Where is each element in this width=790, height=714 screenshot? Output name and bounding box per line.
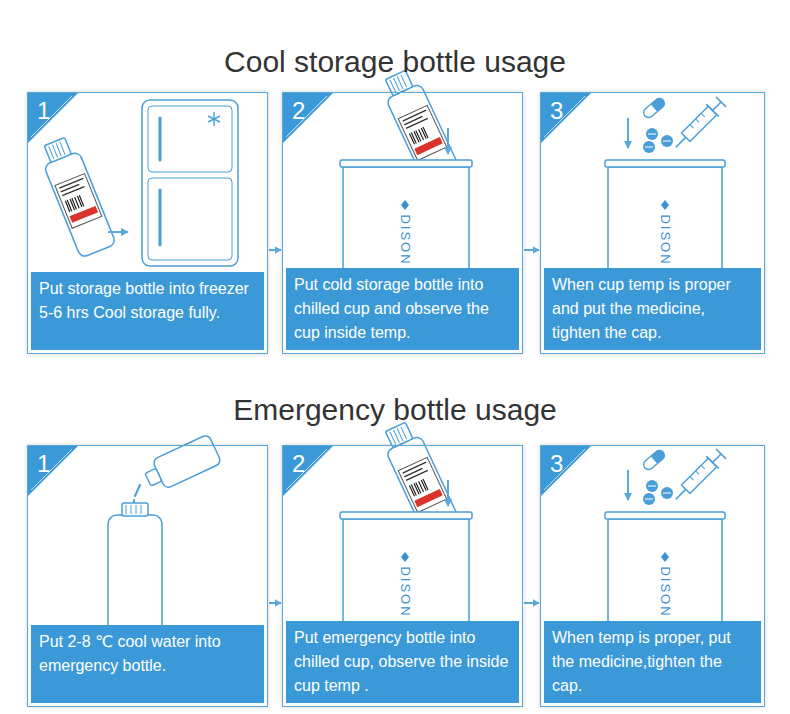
- medicine-illustration-part: [627, 118, 629, 148]
- brand-mark: DISON: [658, 214, 673, 265]
- step-badge: [541, 93, 593, 145]
- step-badge: [28, 446, 80, 498]
- pouring-illustration-part: [141, 434, 222, 494]
- step-badge-line: [286, 96, 327, 137]
- step-arrow: [269, 249, 281, 251]
- medicine-illustration-part: [642, 96, 667, 119]
- medicine-illustration-part: [608, 167, 722, 279]
- cup-insert-illustration-part: [343, 167, 469, 279]
- brand-mark: DISON: [658, 566, 673, 617]
- medicine-illustration: [605, 448, 727, 631]
- step-number: 3: [550, 98, 563, 124]
- step-badge: [541, 446, 593, 498]
- cup-insert-illustration-part: [447, 128, 449, 154]
- step-caption: Put 2-8 ℃ cool water into emergency bott…: [31, 625, 264, 703]
- cup-insert-illustration-part: [401, 200, 409, 210]
- step-caption: Put storage bottle into freezer 5-6 hrs …: [31, 272, 264, 350]
- step-caption: Put emergency bottle into chilled cup, o…: [286, 621, 519, 703]
- medicine-illustration-part: [645, 134, 671, 147]
- step-arrow: [269, 602, 281, 604]
- step-panel: 1Put storage bottle into freezer 5-6 hrs…: [27, 92, 268, 354]
- medicine-illustration-part-part: [669, 96, 727, 154]
- step-badge-line: [31, 449, 72, 490]
- cup-insert-illustration-part: [340, 160, 472, 167]
- freezer-illustration-part: [159, 118, 162, 245]
- step-number: 2: [292, 451, 305, 477]
- step-number: 1: [37, 451, 50, 477]
- step-number: 1: [37, 98, 50, 124]
- step-caption: When cup temp is proper and put the medi…: [544, 268, 761, 350]
- step-badge: [28, 93, 78, 143]
- freezer-illustration-part: [142, 100, 238, 266]
- medicine-illustration-part-part: [642, 96, 667, 119]
- medicine-illustration-part-part: [690, 113, 705, 128]
- pouring-illustration-part-part: [152, 434, 222, 489]
- step-arrow: [524, 249, 539, 251]
- medicine-illustration-part-part: [651, 96, 667, 111]
- step-badge: [283, 93, 333, 143]
- step-badge-line: [544, 96, 585, 137]
- step-badge: [28, 446, 78, 496]
- cup-insert-illustration: [340, 419, 472, 631]
- step-arrow: [524, 602, 539, 604]
- step-badge: [28, 93, 80, 145]
- freezer-illustration-part: [37, 134, 116, 258]
- step-badge-line: [31, 96, 72, 137]
- medicine-illustration-part-part: [681, 106, 716, 141]
- medicine-illustration-part: [669, 96, 727, 154]
- step-caption: Put cold storage bottle into chilled cup…: [286, 268, 519, 350]
- step-badge-line: [286, 449, 327, 490]
- step-panel: 3When temp is proper, put the medicine,t…: [540, 445, 765, 707]
- step-badge-line: [544, 449, 585, 490]
- pouring-illustration-part-part: [145, 468, 162, 486]
- medicine-illustration-part: [605, 160, 725, 167]
- freezer-illustration-part: [108, 231, 128, 233]
- step-badge: [283, 446, 335, 498]
- step-badge: [541, 93, 591, 143]
- pouring-illustration-part: [122, 503, 148, 516]
- pouring-illustration-part: [108, 515, 162, 633]
- cup-insert-illustration: [340, 67, 472, 279]
- pouring-illustration-part: [126, 505, 141, 514]
- freezer-illustration: [37, 100, 238, 266]
- medicine-illustration: [605, 96, 727, 279]
- step-badge: [283, 446, 333, 496]
- section-heading: Cool storage bottle usage: [224, 45, 566, 79]
- step-number: 2: [292, 98, 305, 124]
- medicine-illustration-part: [661, 200, 669, 210]
- step-badge: [283, 93, 335, 145]
- pouring-illustration: [108, 434, 222, 633]
- step-badge: [541, 446, 591, 496]
- step-panel: 3When cup temp is proper and put the med…: [540, 92, 765, 354]
- brand-mark: DISON: [398, 214, 413, 265]
- step-number: 3: [550, 451, 563, 477]
- freezer-illustration-part: [208, 112, 220, 126]
- section-heading: Emergency bottle usage: [233, 393, 557, 427]
- step-panel: 1Put 2-8 ℃ cool water into emergency bot…: [27, 445, 268, 707]
- step-caption: When temp is proper, put the medicine,ti…: [544, 621, 761, 703]
- brand-mark: DISON: [398, 566, 413, 617]
